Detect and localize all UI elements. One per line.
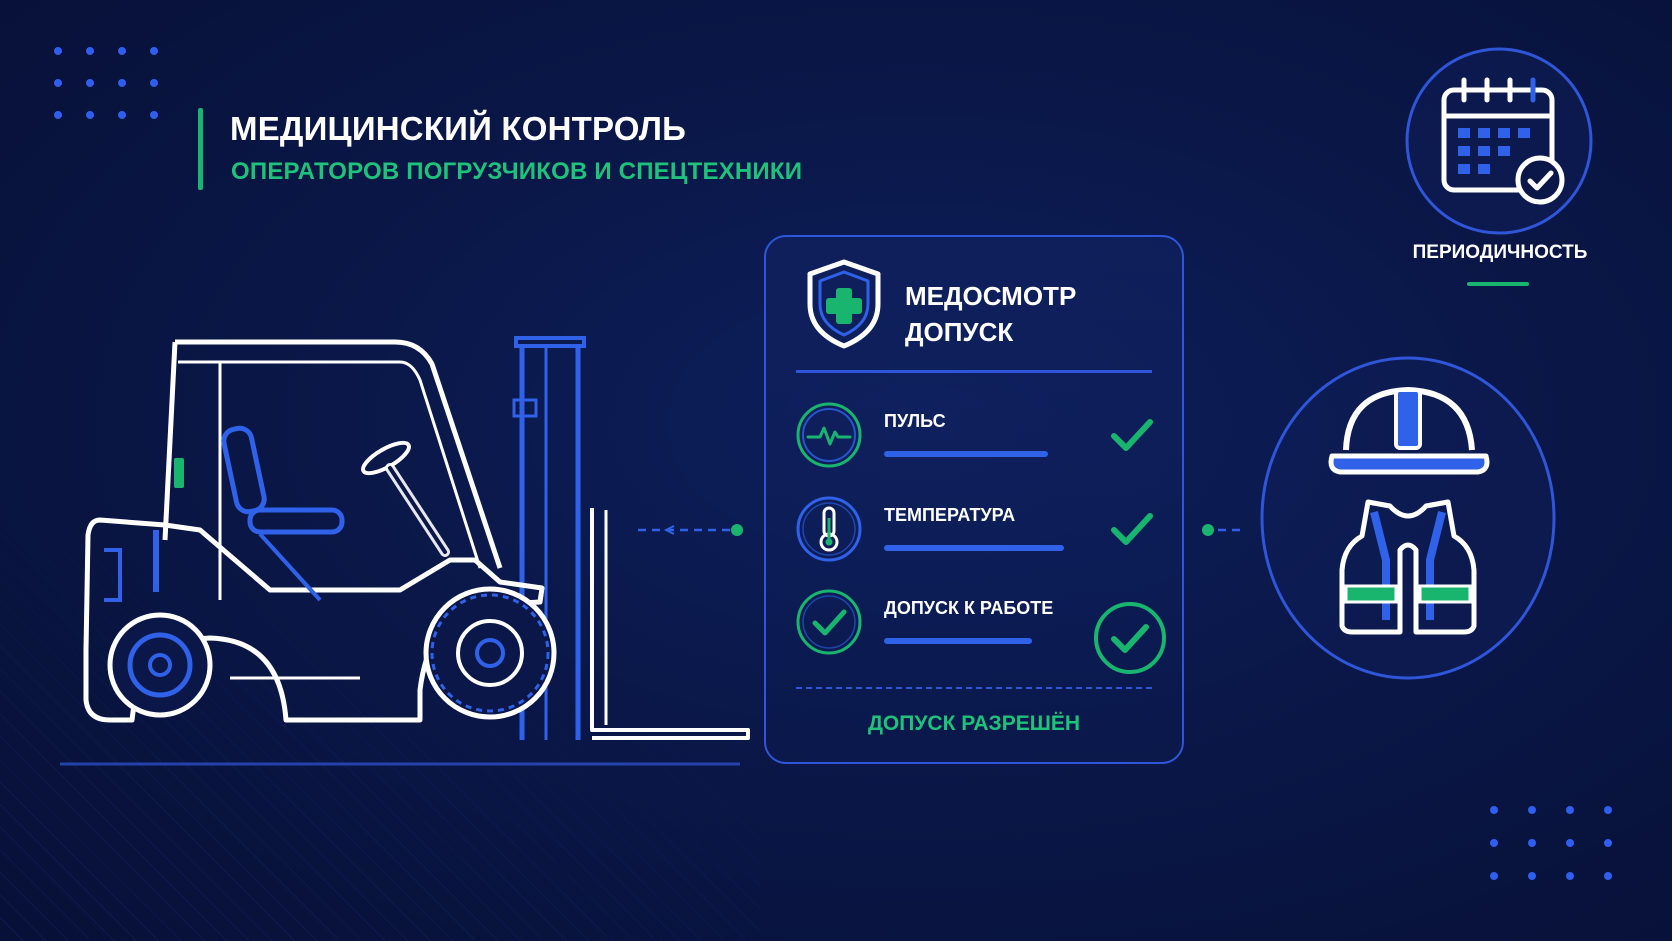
row-label-temperature: ТЕМПЕРАТУРА: [884, 505, 1016, 525]
card-title: МЕДОСМОТР ДОПУСК: [905, 278, 1076, 350]
connector-left: [638, 524, 743, 536]
dot-grid-top-left: [54, 47, 158, 119]
check-circle-icon: [796, 589, 862, 655]
row-label-pulse: ПУЛЬС: [884, 411, 946, 431]
medical-check-card: [764, 235, 1184, 764]
check-icon: [1111, 513, 1153, 545]
periodicity-label: ПЕРИОДИЧНОСТЬ: [1412, 242, 1588, 263]
card-title-line1: МЕДОСМОТР: [905, 281, 1077, 311]
page-title: МЕДИЦИНСКИЙ КОНТРОЛЬ: [230, 110, 687, 147]
shield-plus-icon: [807, 259, 881, 349]
pulse-icon: [796, 402, 862, 468]
approved-check-icon: [1094, 602, 1166, 674]
forklift-icon: [60, 336, 750, 766]
row-bar-admission: [884, 638, 1032, 644]
card-dashed-divider: [796, 687, 1152, 689]
card-title-line2: ДОПУСК: [905, 317, 1014, 347]
page-subtitle: ОПЕРАТОРОВ ПОГРУЗЧИКОВ И СПЕЦТЕХНИКИ: [231, 158, 803, 185]
dot-grid-bottom-right: [1490, 806, 1612, 880]
row-bar-temperature: [884, 545, 1064, 551]
approval-status: ДОПУСК РАЗРЕШЁН: [867, 712, 1081, 735]
connector-right: [1202, 524, 1244, 536]
hardhat-vest-icon: [1260, 356, 1556, 680]
calendar-check-icon: [1405, 47, 1593, 235]
title-accent-bar: [198, 108, 203, 190]
row-label-admission: ДОПУСК К РАБОТЕ: [884, 598, 1054, 618]
row-bar-pulse: [884, 451, 1048, 457]
check-icon: [1111, 419, 1153, 451]
thermometer-icon: [796, 496, 862, 562]
card-divider: [796, 370, 1152, 373]
periodicity-underline: [1467, 282, 1529, 286]
